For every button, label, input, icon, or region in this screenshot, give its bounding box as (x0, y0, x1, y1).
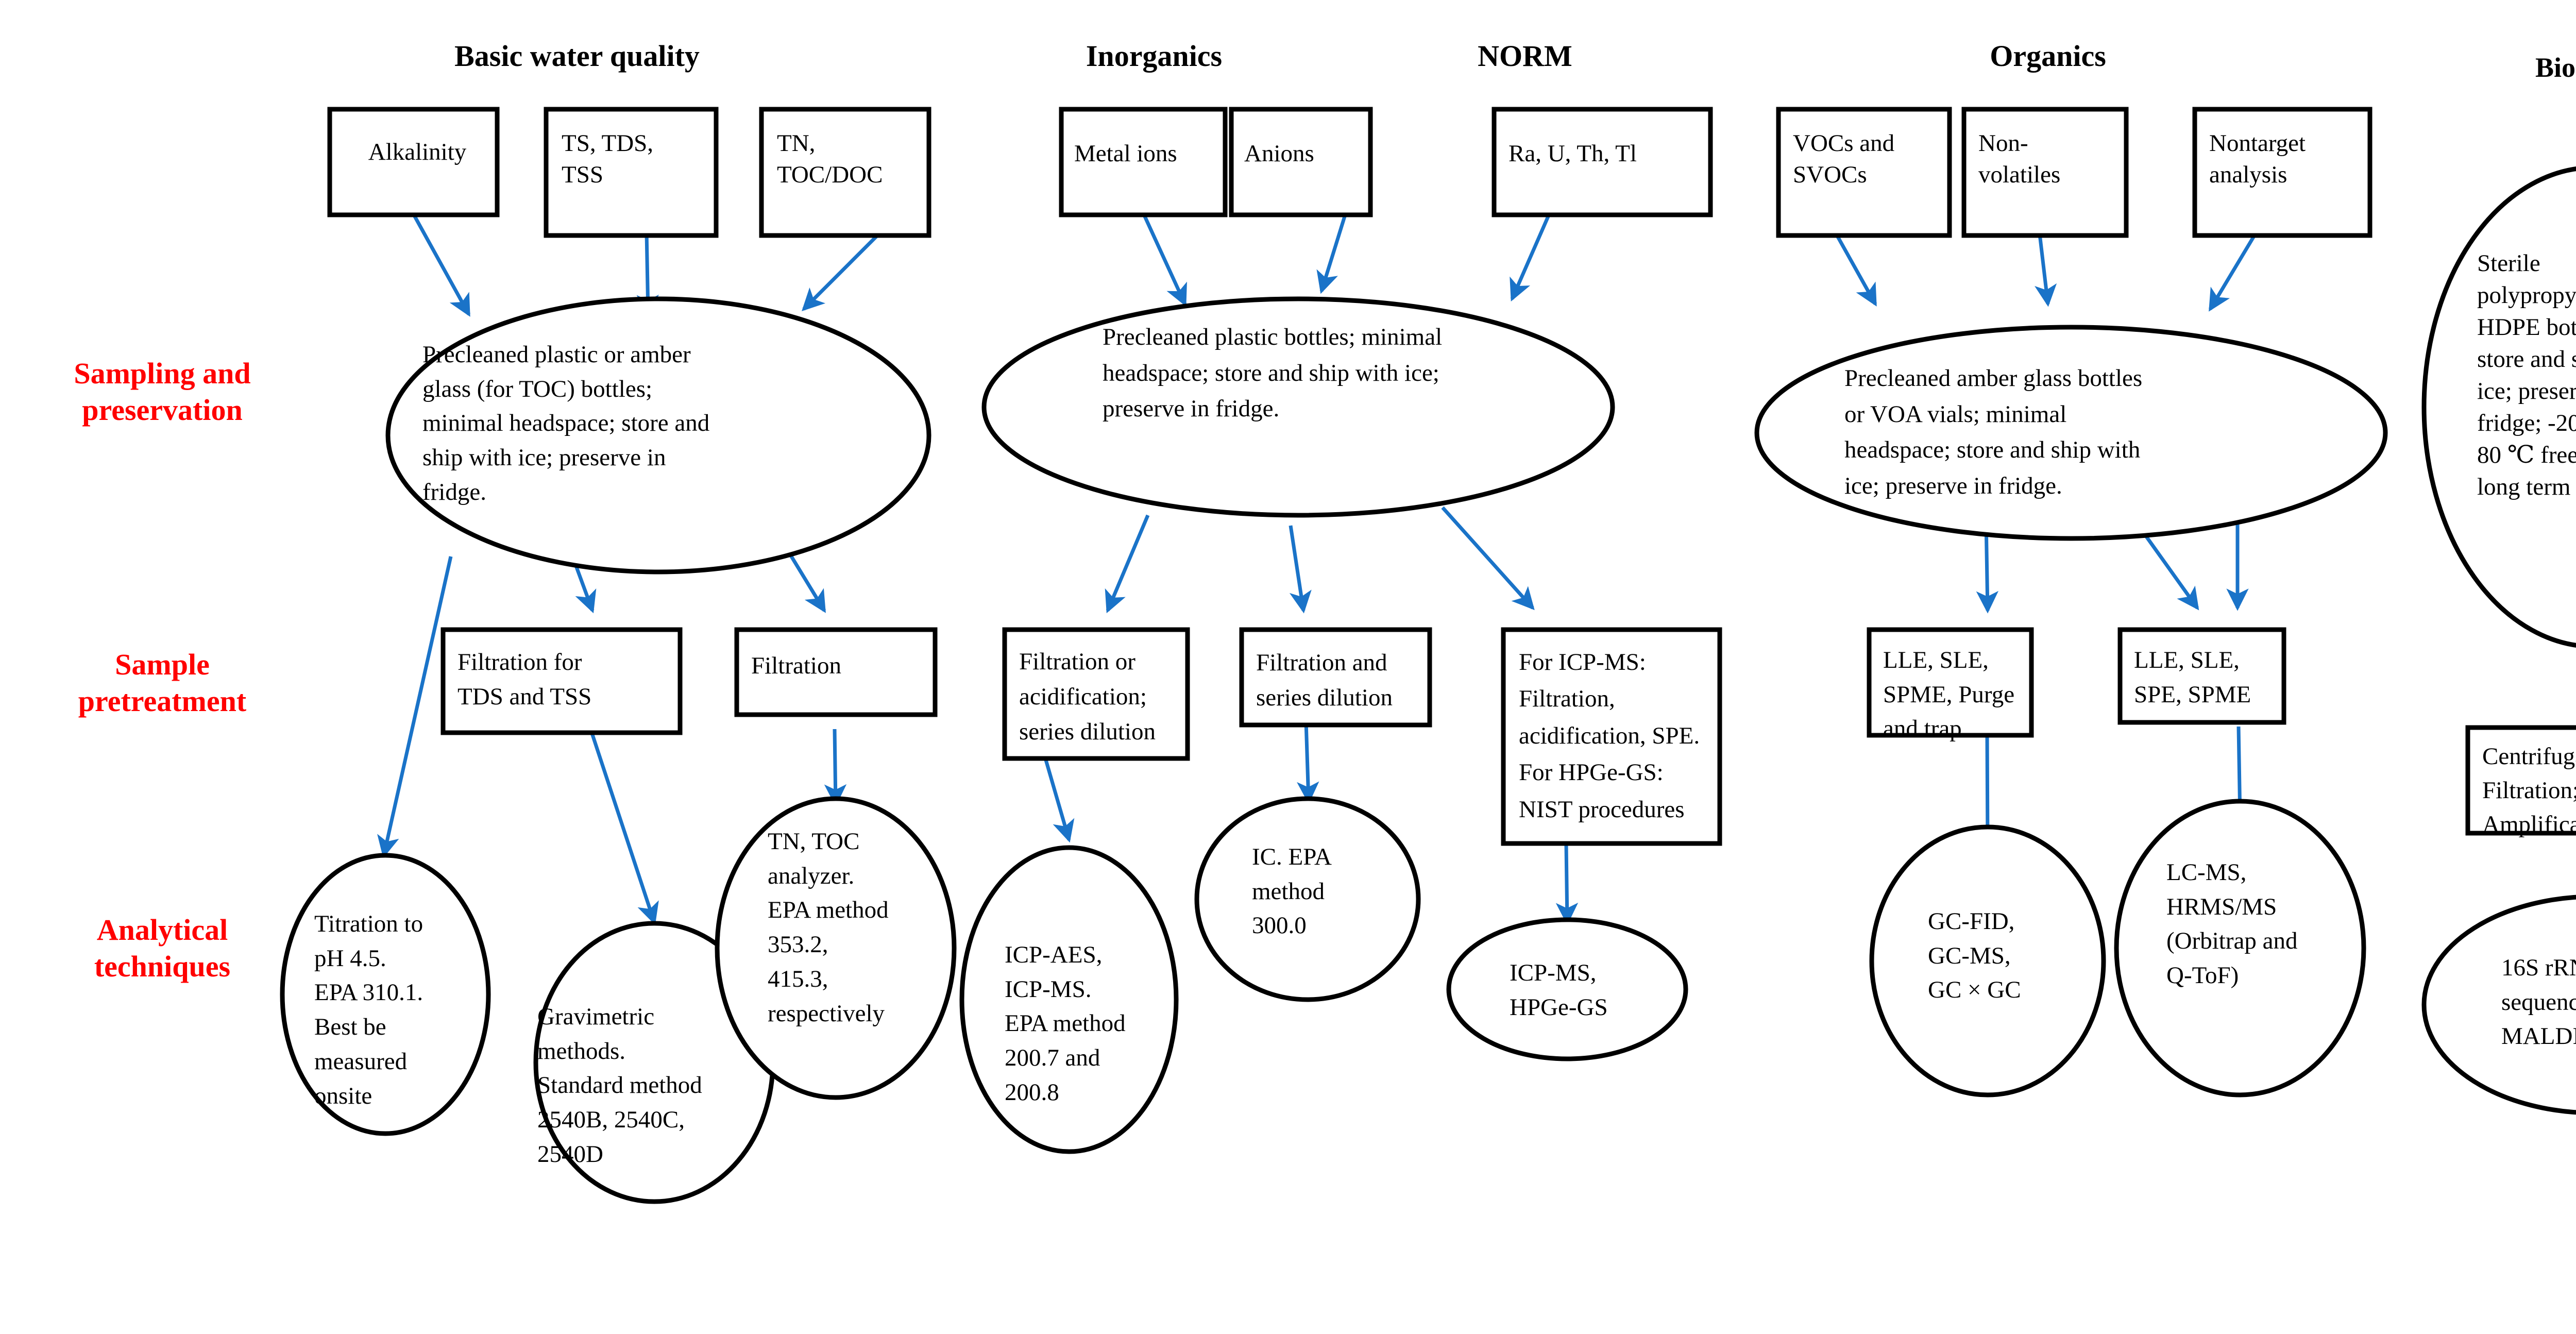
connector-sampling-to-filtration-tds (572, 561, 597, 614)
connector-filtration-to-tn-toc (824, 729, 847, 807)
box-label-filtration: Filtration (751, 652, 841, 679)
ellipse-label-titration-alkalinity: Titration to pH 4.5. EPA 310.1. Best be … (314, 910, 423, 1109)
box-label-filtration-series-dilution: Filtration and series dilution (1256, 649, 1393, 712)
ellipse-tn-toc-analyzer (715, 796, 957, 1100)
ellipse-label-icp-ms-hpge-gs: ICP-MS, HPGe-GS (1510, 959, 1608, 1021)
connector-filtration-tds-to-gravimetric (589, 731, 659, 925)
box-tn-toc-doc (759, 107, 931, 238)
box-filtration-tds-tss (440, 627, 683, 735)
ellipse-sampling-basic (385, 296, 931, 575)
connector-ra-u-th-tl-to-sampling (1510, 215, 1550, 302)
box-nontarget-analysis (2192, 107, 2372, 238)
connector-series-dilution-to-ic-epa (1297, 721, 1319, 804)
ellipse-sampling-inorganic (981, 296, 1615, 518)
ellipse-label-gc-fid-gc-ms: GC-FID, GC-MS, GC × GC (1928, 908, 2021, 1004)
ellipse-titration-alkalinity (280, 853, 491, 1136)
ellipse-16s-rrna-maldi (2421, 894, 2576, 1115)
ellipse-label-sampling-biological: Sterile polypropylene or HDPE bottles; s… (2477, 250, 2576, 501)
box-label-alkalinity: Alkalinity (368, 139, 467, 165)
column-header-organics: Organics (1990, 39, 2106, 73)
box-lle-sle-spme-purge (1867, 627, 2034, 738)
box-label-filtration-tds-tss: Filtration for TDS and TSS (457, 649, 592, 710)
connector-inorganic-sampling-to-norm-pretreatment (1441, 506, 1535, 611)
ellipse-label-sampling-inorganic: Precleaned plastic bottles; minimal head… (1103, 324, 1443, 423)
box-filtration-acidification (1002, 627, 1190, 761)
ellipse-ic-epa-300 (1194, 796, 1421, 1002)
box-norm-pretreatment (1501, 627, 1722, 846)
box-ra-u-th-tl (1492, 107, 1713, 217)
box-label-non-volatiles: Non- volatiles (1978, 130, 2061, 189)
connector-sampling-to-titration (377, 556, 453, 858)
box-label-norm-pretreatment: For ICP-MS: Filtration, acidification, S… (1519, 649, 1700, 823)
row-label-analytical-techniques: Analytical techniques (94, 913, 231, 983)
box-label-lle-sle-spme-purge: LLE, SLE, SPME, Purge and trap (1883, 647, 2015, 742)
row-label-sample-pretreatment: Sample pretreatment (78, 648, 247, 718)
ellipse-sampling-organic (1754, 325, 2388, 541)
box-ts-tds-tss (544, 107, 719, 238)
box-label-filtration-acidification: Filtration or acidification; series dilu… (1019, 648, 1156, 746)
box-label-ts-tds-tss: TS, TDS, TSS (562, 130, 654, 189)
ellipse-label-sampling-organic: Precleaned amber glass bottles or VOA vi… (1844, 365, 2143, 499)
ellipse-lc-ms-hrms (2114, 799, 2366, 1097)
ellipse-icp-ms-hpge-gs (1446, 917, 1688, 1061)
ellipse-gc-fid-gc-ms (1869, 824, 2106, 1097)
box-lle-sle-spe-spme (2117, 627, 2286, 725)
box-alkalinity (327, 107, 500, 217)
connector-inorganic-sampling-to-filtration-acid (1105, 514, 1150, 614)
box-metal-ions (1059, 107, 1228, 217)
connector-metal-ions-to-sampling (1143, 215, 1187, 307)
column-header-inorganics: Inorganics (1086, 39, 1223, 73)
ellipse-label-16s-rrna-maldi: 16S rRNA sequencing, MALDI-ToF MS (2501, 954, 2576, 1050)
box-label-nontarget-analysis: Nontarget analysis (2209, 130, 2306, 189)
box-label-lle-sle-spe-spme: LLE, SLE, SPE, SPME (2134, 647, 2251, 708)
box-label-ra-u-th-tl: Ra, U, Th, Tl (1509, 140, 1637, 167)
ellipse-label-ic-epa-300: IC. EPA method 300.0 (1252, 843, 1332, 939)
row-label-sampling-and-preservation: Sampling and preservation (74, 357, 251, 427)
column-header-basic-water-quality: Basic water quality (454, 39, 700, 73)
box-centrifugation-pcr (2465, 725, 2576, 836)
box-label-anions: Anions (1244, 140, 1314, 167)
ellipse-icp-aes-icp-ms (959, 845, 1179, 1154)
box-vocs-svocs (1776, 107, 1952, 238)
box-filtration-series-dilution (1239, 627, 1432, 728)
box-label-centrifugation-pcr: Centrifugation or Filtration; PCR Amplif… (2482, 743, 2576, 838)
connector-tn-toc-to-sampling (802, 230, 883, 311)
box-filtration (734, 627, 938, 717)
column-header-norm: NORM (1478, 39, 1572, 73)
box-label-metal-ions: Metal ions (1074, 140, 1177, 167)
ellipse-label-tn-toc-analyzer: TN, TOC analyzer. EPA method 353.2, 415.… (768, 828, 889, 1027)
box-non-volatiles (1961, 107, 2129, 238)
box-label-tn-toc-doc: TN, TOC/DOC (777, 130, 883, 189)
column-header-biological: Biological (2535, 52, 2576, 83)
ellipse-label-sampling-basic: Precleaned plastic or amber glass (for T… (422, 341, 710, 505)
connector-sampling-to-filtration (787, 550, 826, 613)
ellipse-label-lc-ms-hrms: LC-MS, HRMS/MS (Orbitrap and Q-ToF) (2166, 859, 2298, 989)
ellipse-label-gravimetric-methods: Gravimetric methods. Standard method 254… (537, 1003, 702, 1168)
ellipse-label-icp-aes-icp-ms: ICP-AES, ICP-MS. EPA method 200.7 and 20… (1005, 941, 1126, 1106)
connector-filtration-acid-to-icp-aes (1044, 759, 1075, 843)
box-label-vocs-svocs: VOCs and SVOCs (1793, 130, 1895, 189)
box-anions (1229, 107, 1373, 217)
connector-alkalinity-to-sampling (413, 215, 471, 317)
ellipse-sampling-biological (2421, 166, 2576, 648)
connector-anions-to-sampling (1316, 215, 1347, 294)
connector-inorganic-sampling-to-series-dilution (1289, 525, 1312, 614)
connector-norm-pretreatment-to-icp-ms (1555, 845, 1579, 925)
